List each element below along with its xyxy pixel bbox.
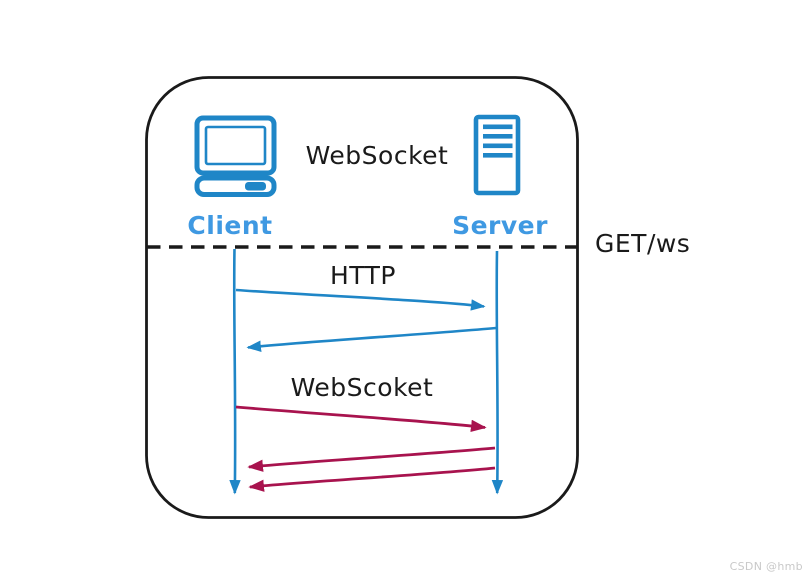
ws-message-arrow-3 xyxy=(248,466,496,492)
ws-message-arrow-1 xyxy=(235,405,487,432)
server-rack-icon xyxy=(473,114,521,196)
server-lifeline xyxy=(491,250,504,495)
http-request-arrow xyxy=(235,288,486,311)
http-phase-label: HTTP xyxy=(330,261,396,290)
http-response-arrow xyxy=(246,326,497,352)
websocket-phase-label: WebScoket xyxy=(290,373,434,402)
client-lifeline xyxy=(229,248,241,495)
client-label: Client xyxy=(187,211,273,240)
ws-message-arrow-2 xyxy=(247,446,496,472)
rounded-container xyxy=(145,76,579,519)
computer-icon xyxy=(194,115,277,197)
server-label: Server xyxy=(452,211,548,240)
watermark: CSDN @hmb 1 xyxy=(729,560,808,573)
diagram-title: WebSocket xyxy=(305,141,449,170)
handshake-annotation: GET/ws xyxy=(595,229,691,258)
